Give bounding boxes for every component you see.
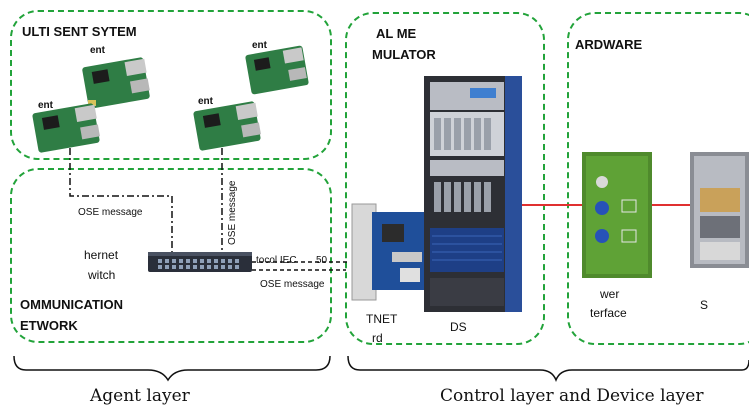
vertical-link-message-label: OSE message [227,180,238,245]
multi-agent-system-group [10,10,332,160]
load-cabinet [690,152,749,268]
simulator-title-line1: AL ME [376,26,417,41]
power-interface-label-line2: terface [590,306,627,320]
hardware-title: ARDWARE [575,37,643,52]
network-card [351,203,430,301]
agent-label-2: ent [252,40,267,51]
protocol-number-label: 50 [316,255,328,266]
layer-braces [13,355,749,383]
switch-label-line2: witch [88,268,116,282]
simulator-rack-label: DS [450,320,467,334]
agent-switch-links [69,148,350,271]
agent-label-4: ent [198,96,213,107]
power-interface [582,152,652,278]
simulator-title-line2: MULATOR [372,47,436,62]
switch-label-line1: hernet [84,248,119,262]
agent-label-1: ent [90,45,105,56]
agent-label-3: ent [38,100,53,111]
power-interface-label-line1: wer [600,287,620,301]
simulator-group [345,12,545,345]
communication-network-title-line1: OMMUNICATION [20,297,124,312]
left-link-message-label: OSE message [78,207,143,218]
load-label: S [700,298,709,312]
communication-network-title-line2: ETWORK [20,318,78,333]
agent-board-3 [32,103,100,153]
network-card-label-line2: rd [372,331,383,345]
control-device-layer-caption: Control layer and Device layer [440,386,704,406]
ethernet-switch [148,252,252,272]
agent-board-4 [193,101,261,151]
multi-agent-system-title: ULTI SENT SYTEM [22,24,137,39]
communication-network-group [10,168,332,343]
protocol-label: tocol IEC [256,255,297,266]
agent-board-2 [245,45,309,95]
bottom-link-message-label: OSE message [260,279,325,290]
network-card-label-line1: TNET [366,312,398,326]
agent-board-1 [82,57,150,109]
simulator-rack [424,76,522,312]
hardware-group [567,12,749,345]
agent-layer-caption: Agent layer [90,386,190,406]
